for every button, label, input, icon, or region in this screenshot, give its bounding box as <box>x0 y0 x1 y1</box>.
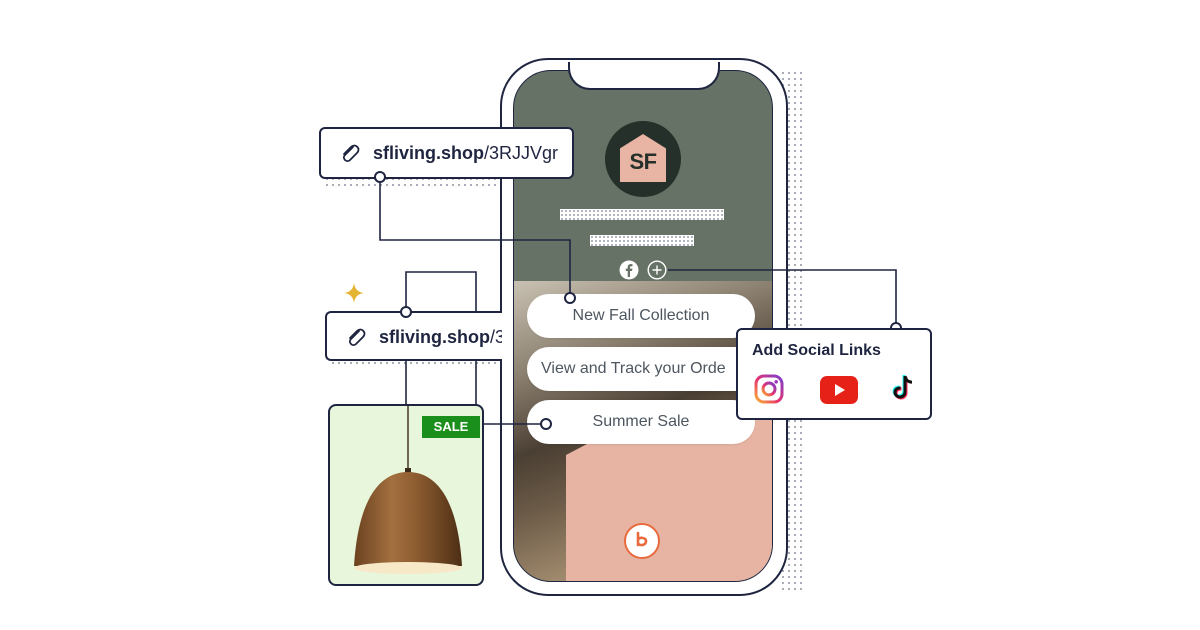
logo-text: SF <box>629 149 657 174</box>
short-link-text: sfliving.shop/3 <box>379 327 502 348</box>
subtitle-placeholder <box>590 235 694 246</box>
link-domain: sfliving.shop <box>379 327 491 347</box>
bitly-logo-icon <box>624 523 660 559</box>
plus-circle-icon[interactable] <box>647 260 667 280</box>
connector-node <box>400 306 412 318</box>
link-domain: sfliving.shop <box>373 143 485 163</box>
sparkle-icon <box>344 283 364 303</box>
paperclip-icon <box>348 328 366 347</box>
short-link-text: sfliving.shop/3RJJVgr <box>373 143 558 164</box>
short-link-card[interactable]: sfliving.shop/3 <box>325 311 502 361</box>
paperclip-icon <box>342 144 360 163</box>
add-social-links-panel[interactable]: Add Social Links <box>736 328 932 420</box>
link-path: /3 <box>490 327 502 347</box>
connector-node <box>564 292 576 304</box>
sale-badge: SALE <box>422 416 480 438</box>
connector-node <box>374 171 386 183</box>
tiktok-icon[interactable] <box>892 374 916 402</box>
dot-pattern <box>330 360 500 368</box>
track-order-button[interactable]: View and Track your Orde <box>527 347 751 391</box>
social-panel-title: Add Social Links <box>752 342 881 359</box>
summer-sale-button[interactable]: Summer Sale <box>527 400 755 444</box>
youtube-icon[interactable] <box>820 376 858 404</box>
title-placeholder <box>560 209 724 220</box>
connector-node <box>540 418 552 430</box>
phone-notch <box>568 62 720 90</box>
short-link-card[interactable]: sfliving.shop/3RJJVgr <box>319 127 574 179</box>
instagram-icon[interactable] <box>754 374 784 404</box>
pendant-lamp-image <box>354 406 462 574</box>
product-card[interactable]: SALE <box>328 404 484 586</box>
facebook-icon[interactable] <box>619 260 639 280</box>
brand-logo: SF <box>605 121 681 197</box>
link-path: /3RJJVgr <box>484 143 559 163</box>
